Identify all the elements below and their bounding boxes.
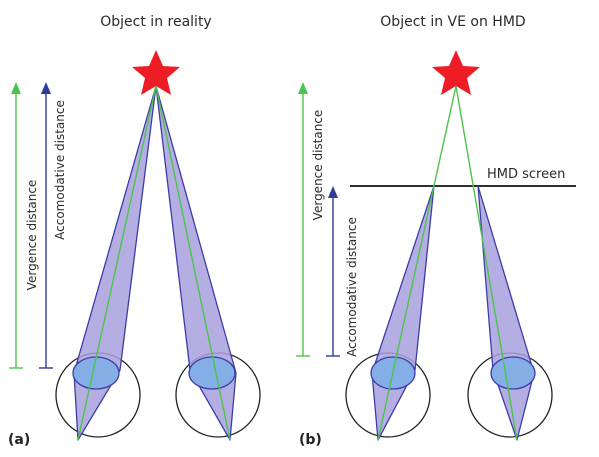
right-lens [188,356,236,390]
vergence-arrow [296,82,310,357]
panel-a: Object in reality Vergence distance Acco… [8,14,261,448]
left-line-of-sight [377,85,457,441]
star-icon [432,50,480,95]
left-lens [72,356,120,390]
panel-a-title: Object in reality [100,14,211,30]
accommodative-label: Accomodative distance [345,217,359,357]
accommodative-arrow [326,186,340,357]
star-icon [132,50,180,95]
vergence-arrow [9,82,23,369]
panel-b-letter: (b) [299,432,322,448]
right-light-cone [477,185,535,441]
accommodative-arrow [39,82,53,369]
panel-b-title: Object in VE on HMD [380,14,525,30]
left-light-cone [371,185,435,441]
right-line-of-sight [155,85,231,441]
panel-a-letter: (a) [8,432,30,448]
vergence-label: Vergence distance [311,110,325,221]
vergence-label: Vergence distance [25,180,39,291]
panel-b: Object in VE on HMD HMD screen Vergence … [296,14,576,448]
right-lens [490,356,536,390]
hmd-screen-label: HMD screen [487,167,565,182]
right-line-of-sight [455,85,518,441]
accommodative-label: Accomodative distance [53,100,67,240]
left-line-of-sight [77,85,157,441]
